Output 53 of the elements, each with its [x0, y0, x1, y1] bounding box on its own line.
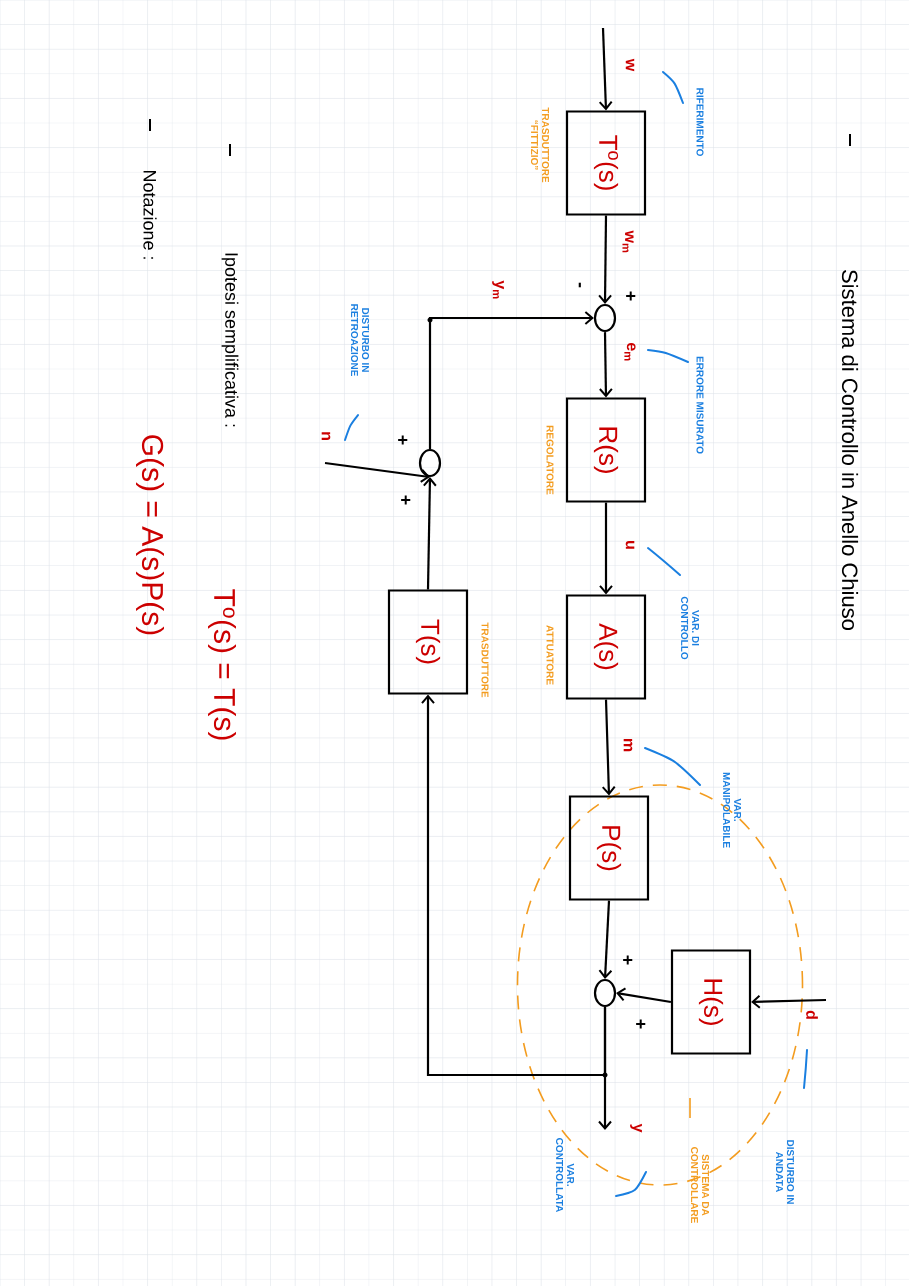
annotation: ERRORE MISURATO [696, 356, 704, 454]
signal-label: m [623, 738, 633, 752]
block: T(s) [387, 589, 469, 695]
block: P(s) [568, 795, 650, 901]
arrow [616, 987, 672, 1004]
signal-label: d [806, 1010, 818, 1019]
arrow [751, 994, 827, 1009]
summing-junction [593, 303, 617, 333]
title: Sistema di Controllo in Anello Chiuso [841, 270, 859, 630]
summing-junction [593, 978, 617, 1008]
signal-label: w$_{m}$ [622, 230, 634, 253]
signal-label: e$_{m}$ [624, 342, 636, 361]
signal-label: n [321, 432, 331, 440]
signal-label: y$_{m}$ [492, 280, 504, 299]
note: Notazione : [143, 170, 157, 259]
annotation: VAR. DI CONTROLLO [681, 596, 699, 660]
signal-label: y [630, 1123, 642, 1133]
sign: + [626, 291, 636, 301]
annotation: DISTURBO IN RETROAZIONE [350, 304, 370, 376]
arrow [598, 27, 613, 111]
sign: + [636, 1019, 646, 1029]
arrow [422, 477, 437, 590]
arrow [421, 694, 607, 1077]
node-label: ATTUATORE [546, 625, 554, 685]
sign: + [623, 955, 633, 965]
signal-label: w [625, 58, 635, 72]
formula-text: T$^{o}$(s) = T(s) [208, 589, 236, 740]
node-label: REGOLATORE [546, 425, 554, 495]
note: Ipotesi semplificativa : [221, 253, 239, 427]
block: A(s) [565, 594, 647, 700]
arrow [428, 311, 594, 449]
node-label: TRASDUTTORE “FITTIZIO” [530, 107, 550, 183]
block: H(s) [670, 949, 752, 1055]
formula-text: G(s) = A(s)P(s) [136, 435, 164, 635]
summing-junction [418, 448, 442, 478]
annotation: VAR. MANIPOLABILE [723, 772, 741, 848]
annotation: RIFERIMENTO [696, 88, 704, 156]
arrow [598, 332, 613, 398]
block: T$^{o}$(s) [565, 110, 647, 216]
arrow [601, 699, 616, 796]
annotation: DISTURBO IN ANDATA [776, 1140, 794, 1204]
arrow [599, 502, 613, 595]
sign: + [401, 495, 411, 505]
arrow [598, 215, 613, 304]
node-label: TRASDUTTORE [481, 622, 489, 698]
annotation: VAR. CONTROLLATA [556, 1138, 574, 1213]
node-label: SISTEMA DA CONTROLLARE [689, 1097, 710, 1223]
signal-label: u [625, 541, 635, 549]
arrow [598, 900, 613, 979]
arrow [324, 461, 430, 483]
sign: + [398, 435, 408, 445]
sign: - [578, 282, 581, 288]
block: R(s) [565, 397, 647, 503]
